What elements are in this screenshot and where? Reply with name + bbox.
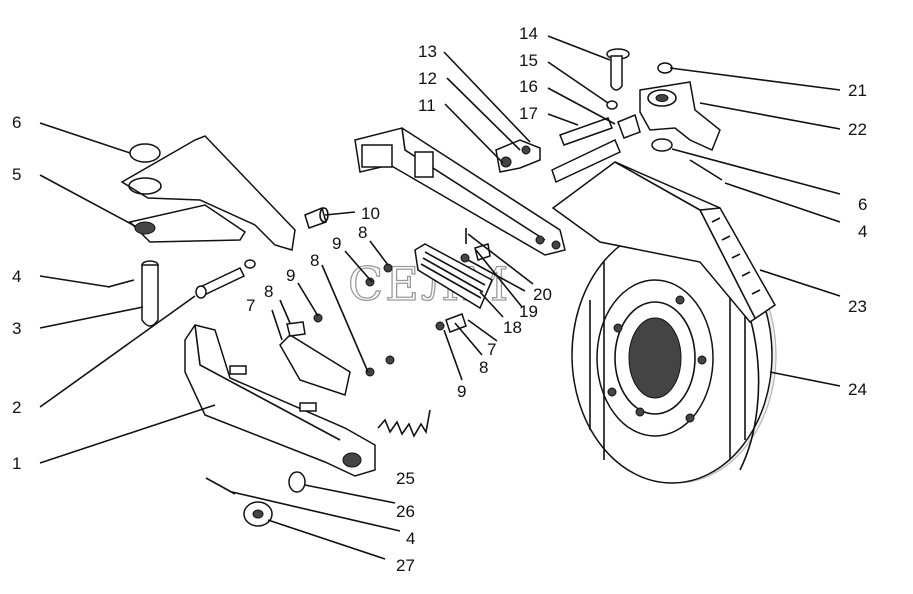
callout-19: 19 xyxy=(519,302,538,321)
callout-25: 25 xyxy=(396,469,415,488)
callout-3: 3 xyxy=(12,319,21,338)
callout-18: 18 xyxy=(503,318,522,337)
callout-23: 23 xyxy=(848,297,867,316)
callout-4: 4 xyxy=(12,267,21,286)
callout-6: 6 xyxy=(858,195,867,214)
part-11-12-13-clamp xyxy=(495,139,541,173)
part-23-guard xyxy=(551,161,776,324)
callout-8: 8 xyxy=(264,282,273,301)
callout-11: 11 xyxy=(418,96,436,115)
part-2-bolt xyxy=(195,259,256,299)
callout-22: 22 xyxy=(848,120,867,139)
callout-8: 8 xyxy=(479,358,488,377)
part-27-castle-nut xyxy=(243,501,273,527)
part-22-bracket xyxy=(639,81,721,152)
leader-lines xyxy=(39,35,841,560)
part-15-16-17-bolt-set xyxy=(551,100,641,184)
callout-24: 24 xyxy=(848,380,867,399)
upper-lever xyxy=(354,127,566,256)
callout-9: 9 xyxy=(286,266,295,285)
callout-labels: 6 5 4 3 2 1 7 8 9 8 9 8 10 11 12 13 14 1… xyxy=(12,24,867,575)
callout-4: 4 xyxy=(406,529,415,548)
callout-2: 2 xyxy=(12,398,21,417)
callout-27: 27 xyxy=(396,556,415,575)
part-24-brake-disc xyxy=(571,226,777,484)
part-4-cotter-pin-right xyxy=(689,159,723,181)
callout-16: 16 xyxy=(519,77,538,96)
callout-9: 9 xyxy=(457,382,466,401)
part-26-washer xyxy=(288,471,306,493)
callout-21: 21 xyxy=(848,81,867,100)
callout-9: 9 xyxy=(332,234,341,253)
part-25-spring xyxy=(377,409,431,438)
callout-17: 17 xyxy=(519,104,538,123)
part-10-bushing xyxy=(304,206,329,229)
part-4-cotter-pin-bottom xyxy=(205,477,236,495)
part-3-pin xyxy=(141,260,159,327)
callout-8: 8 xyxy=(358,223,367,242)
part-5-arm-bracket xyxy=(120,135,296,251)
part-18-brake-pad-right xyxy=(414,243,493,310)
part-6-washer-left xyxy=(129,143,161,163)
part-6-washer-right xyxy=(651,138,673,152)
callout-13: 13 xyxy=(418,42,437,61)
callout-7: 7 xyxy=(487,340,496,359)
callout-20: 20 xyxy=(533,285,552,304)
callout-1: 1 xyxy=(12,454,21,473)
callout-15: 15 xyxy=(519,51,538,70)
callout-7: 7 xyxy=(246,296,255,315)
callout-8: 8 xyxy=(310,251,319,270)
part-1-lower-lever xyxy=(184,324,376,477)
part-4-cotter-pin-left xyxy=(107,279,135,288)
part-7-brake-pad-left xyxy=(279,334,351,396)
callout-14: 14 xyxy=(519,24,538,43)
callout-5: 5 xyxy=(12,165,21,184)
hardware-8-9 xyxy=(286,228,491,377)
callout-26: 26 xyxy=(396,502,415,521)
part-14-pin xyxy=(606,48,630,91)
callout-6: 6 xyxy=(12,113,21,132)
callout-4: 4 xyxy=(858,222,867,241)
part-21-nut xyxy=(657,62,673,74)
callout-12: 12 xyxy=(418,69,437,88)
callout-10: 10 xyxy=(361,204,380,223)
